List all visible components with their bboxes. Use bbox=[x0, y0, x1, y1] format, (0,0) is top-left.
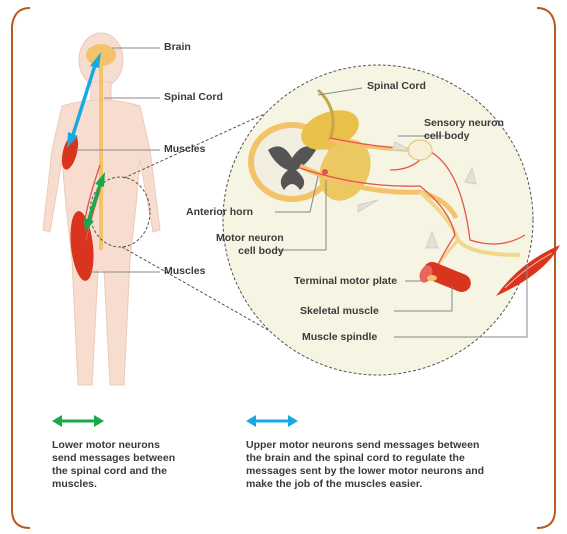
legend-lower-text: Lower motor neurons send messages betwee… bbox=[52, 439, 175, 491]
motor-cell-body bbox=[322, 169, 328, 175]
label-skeletal-muscle: Skeletal muscle bbox=[300, 305, 379, 318]
label-muscles-upper: Muscles bbox=[164, 143, 205, 156]
terminal-plate-shape bbox=[427, 275, 437, 281]
label-muscle-spindle: Muscle spindle bbox=[302, 331, 377, 344]
label-brain: Brain bbox=[164, 41, 191, 54]
sensory-cell-body bbox=[408, 140, 432, 160]
label-anterior-horn: Anterior horn bbox=[186, 206, 253, 219]
legend-upper-text: Upper motor neurons send messages betwee… bbox=[246, 439, 484, 491]
legend-upper-arrow bbox=[246, 415, 298, 427]
legend-lower-arrow bbox=[52, 415, 104, 427]
label-muscles-lower: Muscles bbox=[164, 265, 205, 278]
label-terminal-motor-plate: Terminal motor plate bbox=[294, 275, 397, 288]
spinal-cord-shape bbox=[99, 60, 103, 250]
label-spinal-cord-right: Spinal Cord bbox=[367, 80, 426, 93]
zoom-circle bbox=[223, 65, 533, 375]
label-motor-neuron: Motor neuron cell body bbox=[216, 232, 284, 258]
label-spinal-cord-left: Spinal Cord bbox=[164, 91, 223, 104]
label-sensory-neuron: Sensory neuron cell body bbox=[424, 117, 504, 143]
